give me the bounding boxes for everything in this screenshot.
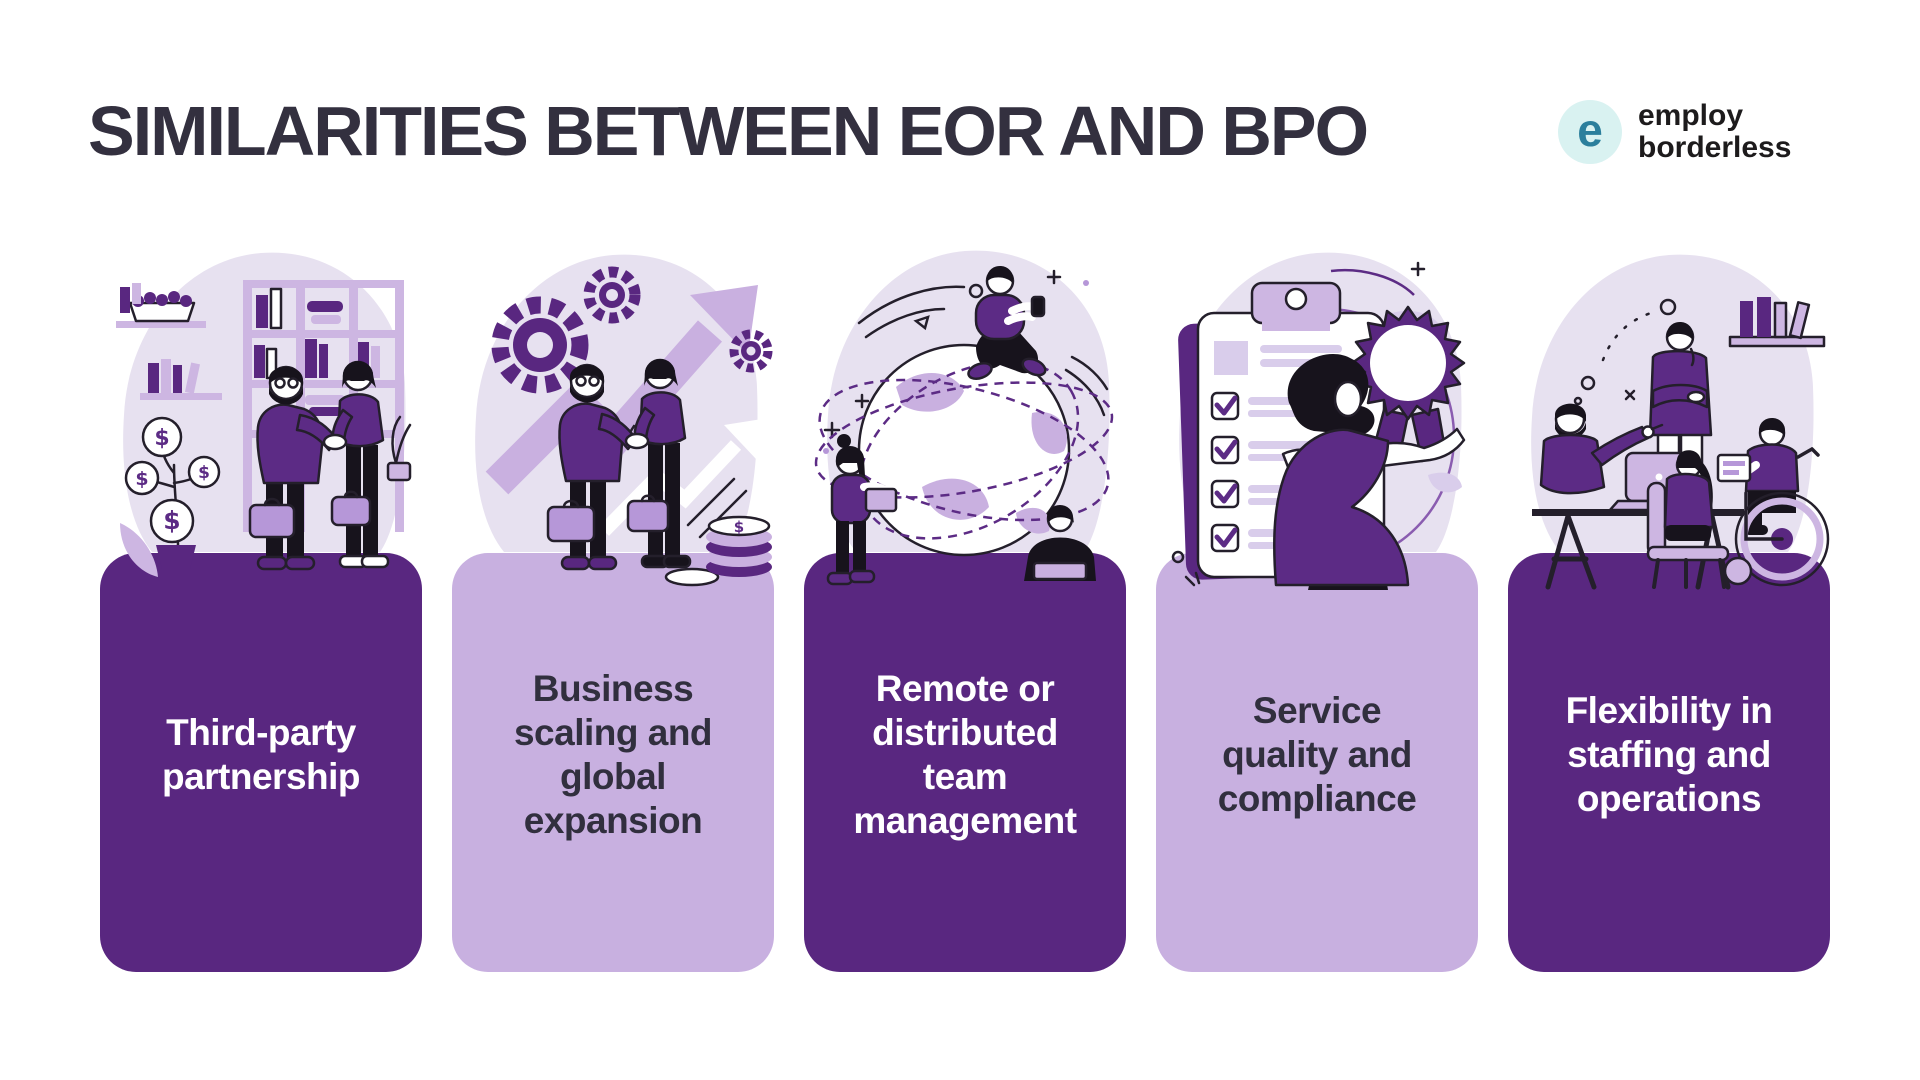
wheelchair-man: [1716, 417, 1830, 587]
handshake-people: [546, 358, 692, 571]
globe-icon: [814, 343, 1114, 557]
man-on-globe-with-phone: [967, 265, 1047, 381]
brand-logo-icon: e: [1558, 100, 1622, 165]
cards-row: $ $ $ $: [100, 225, 1830, 972]
inclusive-team-desk-illustration: [1531, 254, 1830, 590]
card-title: Third-party partnership: [161, 711, 361, 797]
card-business-scaling: Business scaling and global expansion: [452, 553, 774, 972]
globe-remote-team-illustration: [814, 250, 1114, 586]
growth-handshake-illustration: $: [475, 254, 773, 587]
coin-stack-icon: $: [664, 515, 772, 587]
card-flexibility: Flexibility in staffing and operations: [1508, 553, 1830, 972]
column-remote-team: Remote or distributed team management: [804, 225, 1126, 972]
svg-text:$: $: [135, 468, 148, 490]
card-service-quality: Service quality and compliance: [1156, 553, 1478, 972]
header: SIMILARITIES BETWEEN EOR AND BPO e emplo…: [88, 96, 1848, 186]
card-remote-team: Remote or distributed team management: [804, 553, 1126, 972]
gears-icon: [491, 266, 773, 394]
brand-name-line1: employ: [1638, 99, 1744, 132]
column-flexibility: Flexibility in staffing and operations: [1508, 225, 1830, 972]
card-third-party-partnership: Third-party partnership: [100, 553, 422, 972]
infographic-title: SIMILARITIES BETWEEN EOR AND BPO: [88, 92, 1369, 170]
svg-text:$: $: [734, 518, 744, 536]
brand-logo-text: employ borderless: [1638, 99, 1792, 165]
checklist-award-illustration: [1171, 252, 1466, 590]
decor-arcs: [823, 269, 1109, 454]
wall-shelves: [116, 283, 222, 400]
pointing-man: [1539, 403, 1664, 495]
svg-text:$: $: [198, 463, 210, 483]
card-title: Remote or distributed team management: [853, 667, 1077, 841]
brand-logo-letter: e: [1577, 104, 1603, 157]
card-title: Service quality and compliance: [1217, 689, 1417, 819]
presenting-woman: [1273, 353, 1466, 590]
svg-text:$: $: [154, 426, 169, 451]
card-title: Business scaling and global expansion: [513, 667, 713, 841]
man-with-laptop: [1024, 505, 1096, 581]
seated-woman: [1646, 450, 1730, 589]
handshake-people: [248, 360, 390, 571]
column-service-quality: Service quality and compliance: [1156, 225, 1478, 972]
column-business-scaling: $: [452, 225, 774, 972]
brand-logo: e employ borderless: [1558, 99, 1792, 165]
decor: [1573, 298, 1677, 406]
money-tree: $ $ $ $: [120, 416, 221, 577]
wall-shelf: [1728, 297, 1826, 348]
brand-name-line2: borderless: [1638, 131, 1792, 165]
potted-plant: [386, 415, 412, 482]
column-third-party-partnership: $ $ $ $: [100, 225, 422, 972]
woman-with-tablet: [826, 434, 898, 586]
partnership-handshake-illustration: $ $ $ $: [116, 252, 412, 577]
svg-text:$: $: [163, 506, 180, 535]
card-title: Flexibility in staffing and operations: [1565, 689, 1773, 819]
